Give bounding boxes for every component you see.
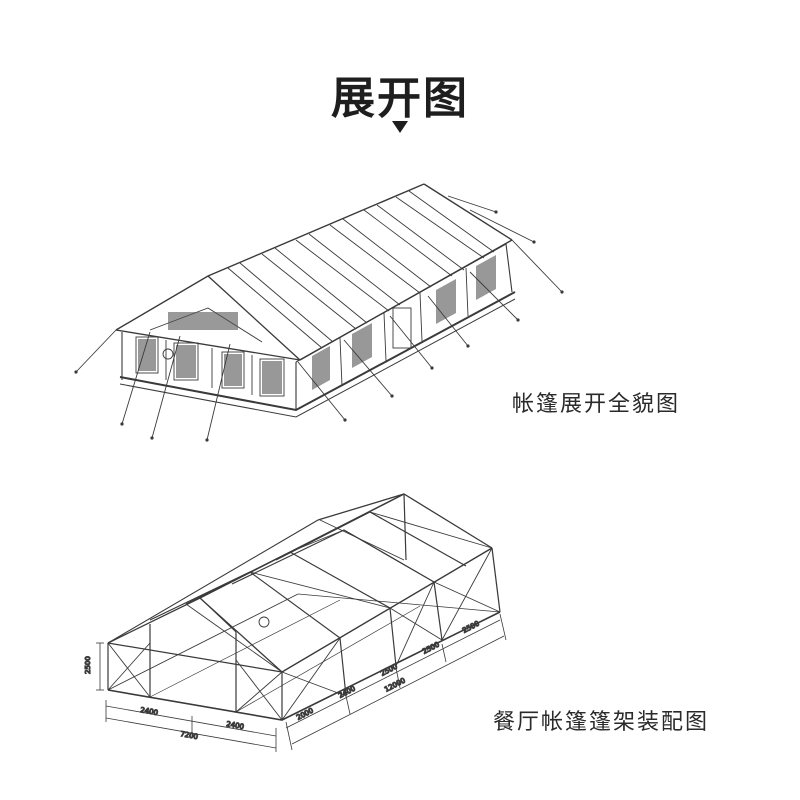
figure2-caption: 餐厅帐篷篷架装配图: [493, 710, 710, 735]
dim-bay-3: 2500: [379, 663, 399, 678]
figure1-caption: 帐篷展开全貌图: [512, 392, 681, 417]
dim-gable-left: 2400: [140, 706, 159, 717]
dim-bay-4: 2500: [421, 641, 441, 656]
dim-gable-right: 2400: [226, 720, 245, 731]
down-triangle-icon: [392, 121, 408, 133]
dim-gable-total: 7200: [180, 730, 199, 741]
dim-bay-5: 2500: [461, 620, 481, 635]
tent-exterior-drawing: [74, 183, 564, 442]
dim-bay-1: 2000: [295, 707, 315, 722]
dim-height: 2500: [84, 656, 92, 674]
tent-frame-drawing: 2500 2400 2400 7200 2000 2400 2500 2500 …: [83, 493, 507, 752]
page-title: 展开图: [331, 73, 469, 124]
